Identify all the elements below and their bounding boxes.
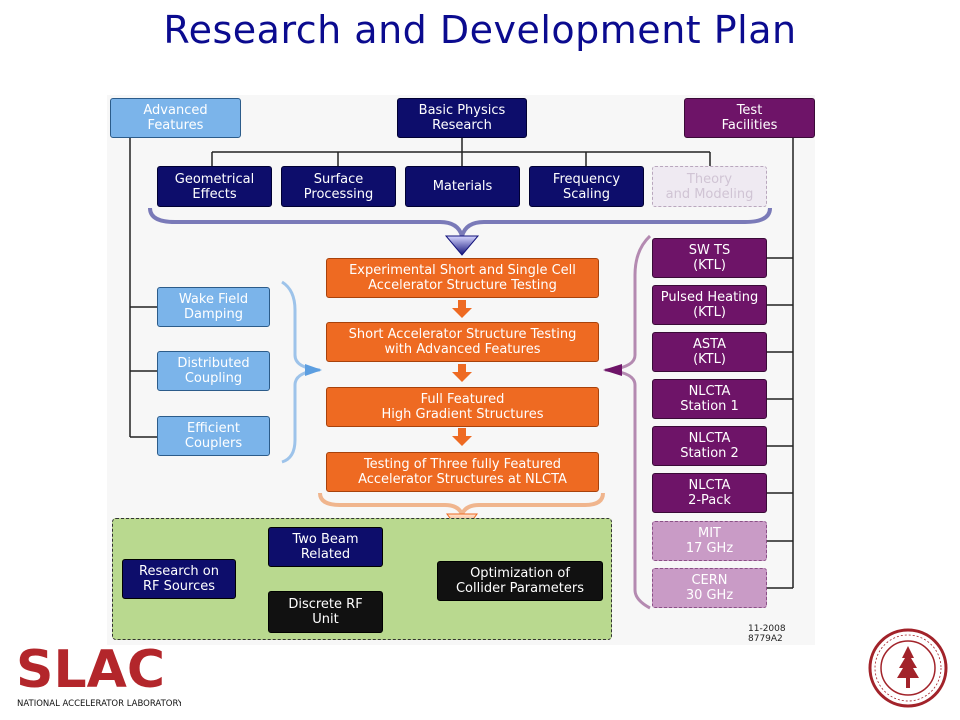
facility-sw-ts-box: SW TS (KTL) <box>652 238 767 278</box>
efficient-couplers-box: Efficient Couplers <box>157 416 270 456</box>
slac-logo: SLAC NATIONAL ACCELERATOR LABORATORY <box>16 640 184 715</box>
materials-box: Materials <box>405 166 520 207</box>
two-beam-related-box: Two Beam Related <box>268 527 383 567</box>
wake-field-damping-box: Wake Field Damping <box>157 287 270 327</box>
stanford-seal-icon <box>868 628 948 708</box>
theory-and-modeling-box: Theory and Modeling <box>652 166 767 207</box>
page-title: Research and Development Plan <box>163 8 797 52</box>
facility-asta-box: ASTA (KTL) <box>652 332 767 372</box>
surface-processing-box: Surface Processing <box>281 166 396 207</box>
facility-nlcta-station-2-box: NLCTA Station 2 <box>652 426 767 466</box>
slac-logo-subtitle: NATIONAL ACCELERATOR LABORATORY <box>17 699 181 709</box>
testing-step-1-box: Experimental Short and Single Cell Accel… <box>326 258 599 298</box>
research-on-rf-sources-box: Research on RF Sources <box>122 559 236 599</box>
testing-step-4-box: Testing of Three fully Featured Accelera… <box>326 452 599 492</box>
figure-code: 11-2008 8779A2 <box>748 624 786 644</box>
distributed-coupling-box: Distributed Coupling <box>157 351 270 391</box>
optimization-collider-parameters-box: Optimization of Collider Parameters <box>437 561 603 601</box>
facility-cern-box: CERN 30 GHz <box>652 568 767 608</box>
geometrical-effects-box: Geometrical Effects <box>157 166 272 207</box>
testing-step-2-box: Short Accelerator Structure Testing with… <box>326 322 599 362</box>
advanced-features-box: Advanced Features <box>110 98 241 138</box>
test-facilities-box: Test Facilities <box>684 98 815 138</box>
frequency-scaling-box: Frequency Scaling <box>529 166 644 207</box>
discrete-rf-unit-box: Discrete RF Unit <box>268 591 383 633</box>
facility-mit-box: MIT 17 GHz <box>652 521 767 561</box>
facility-nlcta-2-pack-box: NLCTA 2-Pack <box>652 473 767 513</box>
slac-logo-wordmark: SLAC <box>16 645 165 700</box>
testing-step-3-box: Full Featured High Gradient Structures <box>326 387 599 427</box>
facility-pulsed-heating-box: Pulsed Heating (KTL) <box>652 285 767 325</box>
facility-nlcta-station-1-box: NLCTA Station 1 <box>652 379 767 419</box>
basic-physics-research-box: Basic Physics Research <box>397 98 527 138</box>
